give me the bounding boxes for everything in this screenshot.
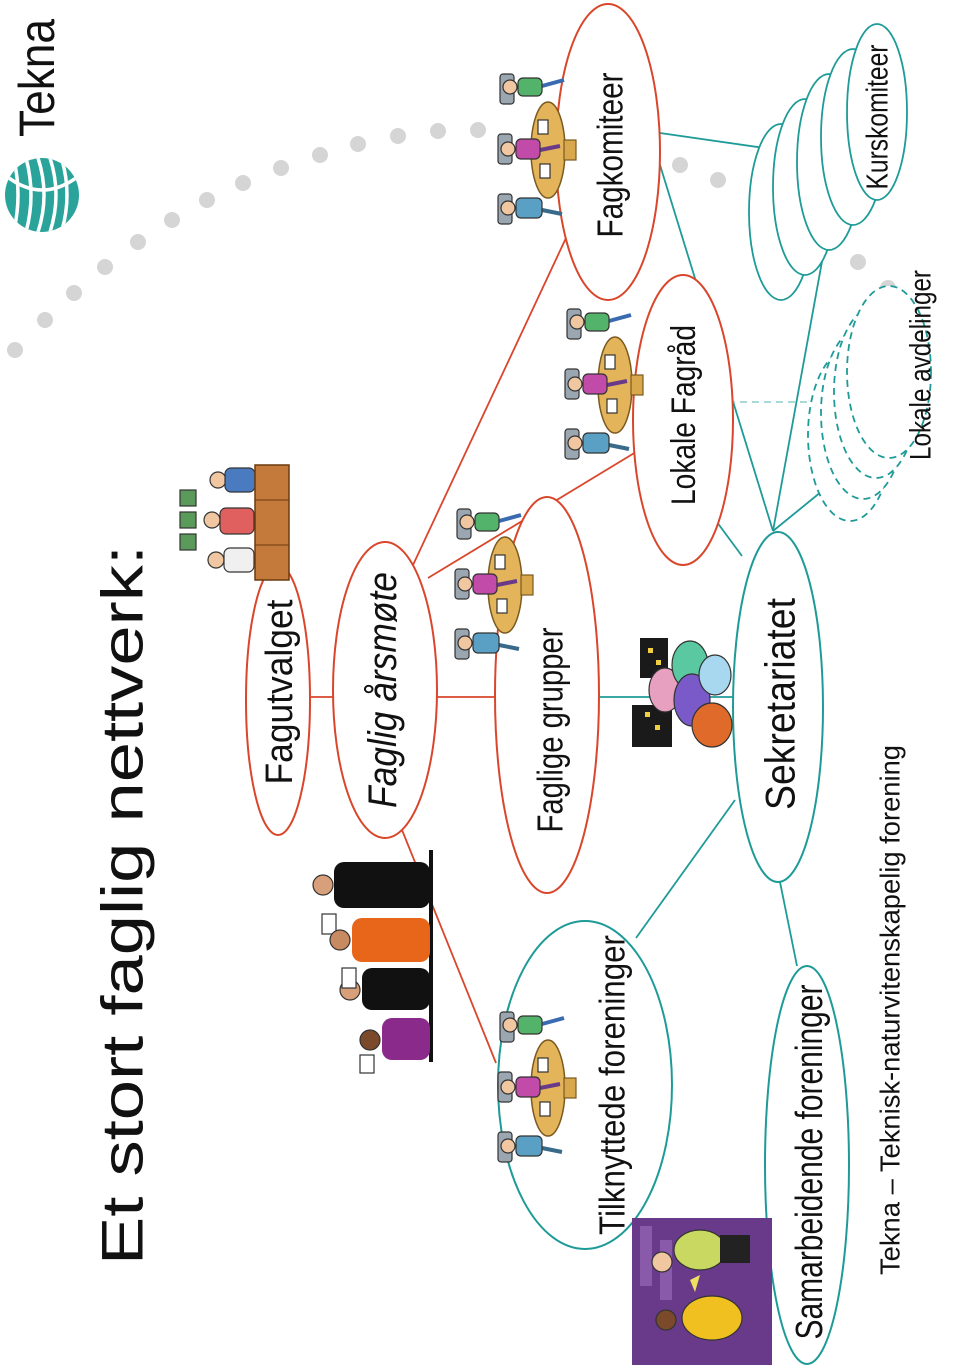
- samarbeidende-node: [764, 965, 850, 1365]
- slide-title: Et stort faglig nettverk:: [91, 545, 156, 1265]
- lokale-avdelinger-label: Lokale avdelinger: [905, 270, 938, 460]
- decorative-dot: [235, 175, 251, 191]
- decorative-dot: [66, 285, 82, 301]
- samarbeidende-label: Samarbeidende foreninger: [789, 984, 831, 1339]
- decorative-dot: [430, 123, 446, 139]
- tekna-logo-text: Tekna: [9, 19, 65, 137]
- dot-arc: [7, 122, 896, 358]
- lokale-fagrad-label: Lokale Fagråd: [665, 325, 703, 505]
- link-sekretariatet-samarbeidende: [779, 881, 798, 967]
- fagutvalget-label: Fagutvalget: [259, 599, 301, 784]
- lokale-avdelinger-stack: Lokale avdelinger: [807, 270, 938, 522]
- decorative-dot: [130, 234, 146, 250]
- decorative-dot: [273, 160, 289, 176]
- decorative-dot: [97, 259, 113, 275]
- decorative-dot: [7, 342, 23, 358]
- decorative-dot: [710, 172, 726, 188]
- footer-text: Tekna – Teknisk-naturvitenskapelig foren…: [875, 745, 906, 1275]
- kurskomiteer-stack: Kurskomiteer: [748, 23, 908, 301]
- faglige-grupper-label: Faglige grupper: [530, 628, 571, 833]
- tekna-globe-icon: [5, 158, 79, 232]
- kurskomiteer-label: Kurskomiteer: [860, 45, 895, 190]
- fagkomiteer-label: Fagkomiteer: [590, 72, 631, 237]
- link-sekretariatet-kurskomiteer: [772, 244, 826, 532]
- decorative-dot: [350, 136, 366, 152]
- decorative-dot: [164, 212, 180, 228]
- city-crowd-icon: [632, 638, 733, 748]
- kurskomite-ellipse-front: [846, 23, 908, 201]
- handshake-icon: [632, 1218, 772, 1365]
- sekretariatet-label: Sekretariatet: [757, 598, 804, 810]
- business-people-icon: [312, 850, 433, 1074]
- decorative-dot: [199, 192, 215, 208]
- link-arsmote-fagkomiteer: [412, 237, 567, 566]
- decorative-dot: [390, 128, 406, 144]
- sekretariatet-node: [732, 531, 824, 883]
- link-sekretariatet-tilknyttede: [635, 799, 736, 939]
- meeting-table-icon: [563, 307, 645, 461]
- avdeling-ellipse-front: [846, 285, 932, 459]
- decorative-dot: [672, 157, 688, 173]
- decorative-dot: [850, 254, 866, 270]
- faglig-arsmote-label: Faglig årsmøte: [361, 572, 405, 808]
- tekna-logo: Tekna: [5, 19, 79, 232]
- decorative-dot: [470, 122, 486, 138]
- decorative-dot: [37, 312, 53, 328]
- lokale-fagrad-node: [632, 274, 734, 566]
- decorative-dot: [312, 147, 328, 163]
- faglig-arsmote-node: [332, 541, 438, 839]
- committee-desk-icon: [179, 464, 290, 581]
- tilknyttede-label: Tilknyttede foreninger: [592, 935, 633, 1235]
